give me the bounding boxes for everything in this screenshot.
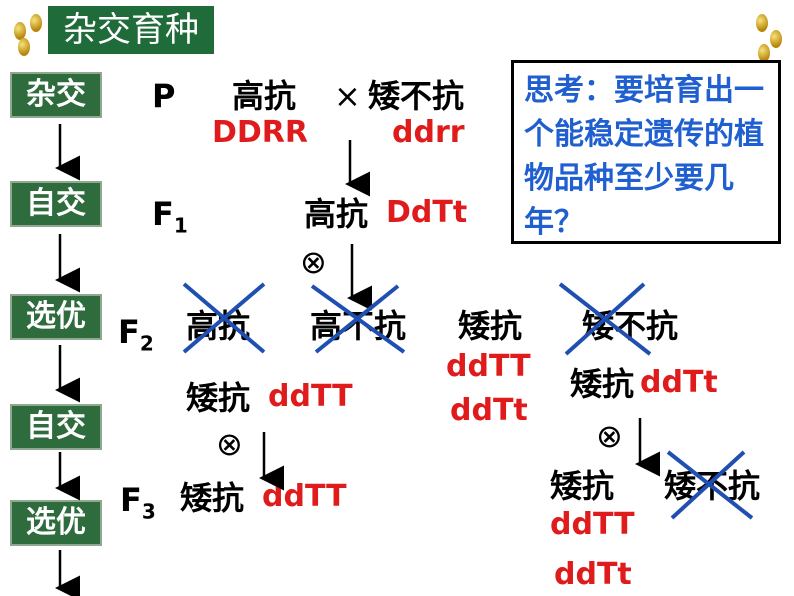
selfing-symbol: ⊗ [216, 425, 243, 463]
decoration-bead [30, 14, 42, 32]
parent-right-genotype: ddrr [392, 115, 465, 150]
decoration-bead [18, 38, 30, 56]
parent-left-genotype: DDRR [212, 115, 309, 150]
f1-phenotype: 高抗 [304, 195, 369, 233]
f2-phenotype-tall-nonresistant: 高不抗 [310, 307, 407, 345]
generation-label-f2: F2 [118, 316, 154, 353]
generation-subscript: 3 [141, 499, 156, 524]
step-box-selfing: 自交 [10, 404, 102, 450]
page-title: 杂交育种 [48, 6, 214, 54]
f1-genotype: DdTt [386, 195, 468, 230]
generation-letter: F [118, 313, 140, 351]
f2-left-genotype: ddTT [268, 379, 353, 414]
generation-label-p: P [152, 77, 176, 115]
generation-subscript: 1 [173, 213, 188, 238]
decoration-bead [770, 30, 782, 48]
f2-right-phenotype: 矮抗 [570, 365, 635, 403]
cross-out-mark [558, 282, 652, 356]
decoration-bead [756, 14, 768, 32]
f3-right-genotype: ddTt [554, 557, 632, 592]
f2-genotype: ddTT [446, 349, 531, 384]
f3-left-phenotype: 矮抗 [180, 479, 245, 517]
f2-left-phenotype: 矮抗 [186, 379, 251, 417]
f2-right-genotype: ddTt [640, 365, 718, 400]
decoration-bead [758, 44, 770, 62]
parent-left-phenotype: 高抗 [232, 77, 297, 115]
step-box-selfing: 自交 [10, 181, 102, 227]
f3-right-genotype: ddTT [550, 507, 635, 542]
selfing-symbol: ⊗ [300, 243, 327, 281]
f2-genotype: ddTt [450, 393, 528, 428]
question-box: 思考：要培育出一个能稳定遗传的植物品种至少要几年？ [511, 60, 781, 244]
f2-phenotype-dwarf-resistant: 矮抗 [458, 307, 523, 345]
cross-out-mark [666, 450, 754, 520]
selfing-symbol: ⊗ [596, 417, 623, 455]
cross-out-mark [310, 284, 406, 354]
generation-label-f1: F1 [152, 198, 188, 235]
cross-symbol: × [334, 77, 361, 115]
cross-out-mark [182, 282, 266, 354]
step-box-selection: 选优 [10, 294, 102, 340]
step-box-selection: 选优 [10, 500, 102, 546]
generation-letter: F [120, 481, 142, 519]
parent-right-phenotype: 矮不抗 [368, 77, 465, 115]
generation-letter: F [152, 195, 174, 233]
f3-right-phenotype: 矮抗 [550, 467, 615, 505]
decoration-bead [14, 22, 26, 40]
step-box-cross: 杂交 [10, 72, 102, 118]
generation-label-f3: F3 [120, 484, 156, 521]
generation-subscript: 2 [139, 331, 154, 356]
